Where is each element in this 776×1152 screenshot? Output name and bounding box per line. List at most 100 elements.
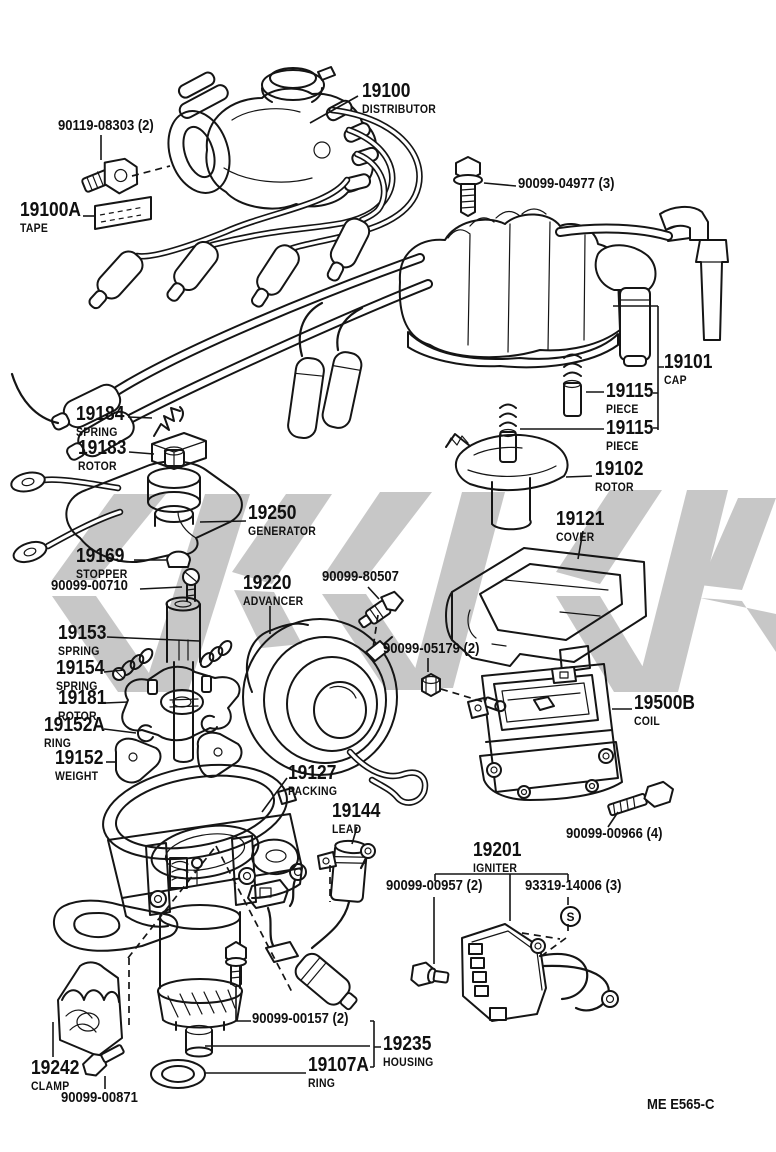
part-name: GENERATOR	[248, 524, 317, 538]
part-name: ROTOR	[595, 480, 634, 494]
spring-19184-drawing	[153, 406, 184, 437]
part-name: ADVANCER	[243, 594, 304, 608]
part-number: 19184	[76, 403, 125, 425]
part-number: 19152A	[44, 714, 105, 736]
part-number: 19201	[473, 839, 522, 861]
tape-drawing	[94, 196, 152, 230]
part-number: 19144	[332, 800, 381, 822]
part-number: 19102	[595, 458, 644, 480]
part-name: COVER	[556, 530, 595, 544]
part-name: RING	[44, 736, 72, 750]
part-name: PIECE	[606, 402, 639, 416]
part-name: STOPPER	[76, 567, 128, 581]
screw-00157-drawing	[225, 941, 247, 988]
screw-00871-drawing	[82, 1044, 125, 1077]
part-number: 19121	[556, 508, 605, 530]
part-name: RING	[308, 1076, 336, 1090]
shaft-governor-drawing	[112, 596, 243, 784]
part-number: 19235	[383, 1033, 432, 1055]
part-number: 90099-80507	[322, 568, 399, 585]
part-label-me-e565-c: ME E565-C	[647, 1097, 714, 1112]
advancer-19220-drawing	[242, 618, 429, 806]
part-name: TAPE	[20, 221, 49, 235]
part-name: SPRING	[76, 425, 118, 439]
part-number: 19169	[76, 545, 125, 567]
part-name: COIL	[634, 714, 660, 728]
part-label-90099-00957-2-: 90099-00957 (2)	[386, 878, 483, 893]
generator-19250-drawing	[10, 446, 243, 564]
screw-00710-drawing	[182, 568, 200, 602]
part-number: 93319-14006 (3)	[525, 877, 622, 894]
part-number: 19115	[606, 417, 654, 439]
dashed-lines	[127, 165, 569, 1030]
part-label-90099-00157-2-: 90099-00157 (2)	[252, 1011, 349, 1026]
part-number: 19181	[58, 687, 107, 709]
part-number: 90099-04977 (3)	[518, 175, 615, 192]
part-number: 19107A	[308, 1054, 369, 1076]
part-number: 19500B	[634, 692, 695, 714]
part-number: 19220	[243, 572, 292, 594]
bolt-90119-drawing	[81, 157, 139, 195]
part-number: 90099-00957 (2)	[386, 877, 483, 894]
cover-19121-drawing	[445, 547, 647, 673]
cap-assembly-drawing	[10, 206, 729, 461]
part-name: HOUSING	[383, 1055, 434, 1069]
part-name: CAP	[664, 373, 687, 387]
part-label-93319-14006-3-: 93319-14006 (3)	[525, 878, 622, 893]
part-name: CLAMP	[31, 1079, 70, 1093]
lead-19144-drawing	[247, 839, 376, 1011]
part-number: 19100	[362, 80, 411, 102]
bolt-04977-drawing	[453, 156, 483, 217]
part-number: 19250	[248, 502, 297, 524]
rotor-19102-drawing	[445, 433, 569, 531]
watermark-logo	[52, 490, 776, 692]
screw-00957-drawing	[410, 961, 450, 987]
part-number: 90099-00157 (2)	[252, 1010, 349, 1027]
clamp-19242-drawing	[57, 961, 123, 1057]
part-name: SPRING	[58, 644, 100, 658]
part-label-90099-05179-2-: 90099-05179 (2)	[383, 641, 480, 656]
part-label-90119-08303-2-: 90119-08303 (2)	[58, 118, 154, 133]
ring-19107a-drawing	[150, 1059, 206, 1089]
part-label-90099-04977-3-: 90099-04977 (3)	[518, 176, 615, 191]
part-name: ROTOR	[58, 709, 97, 723]
part-number: 19152	[55, 747, 104, 769]
distributor-assembly-drawing	[88, 66, 423, 310]
part-number: 19127	[288, 762, 337, 784]
bolt-00966-drawing	[607, 780, 674, 817]
part-number: 19100A	[20, 199, 81, 221]
part-name: LEAD	[332, 822, 362, 836]
part-name: ROTOR	[78, 459, 117, 473]
part-name: PIECE	[606, 439, 639, 453]
part-number: 90099-00710	[51, 577, 128, 594]
screw-80507-drawing	[358, 590, 404, 629]
part-number: 90099-05179 (2)	[383, 640, 480, 657]
part-number: 19183	[78, 437, 127, 459]
part-number: 19115	[606, 380, 654, 402]
part-name: DISTRIBUTOR	[362, 102, 437, 116]
part-number: 19242	[31, 1057, 80, 1079]
part-number: 90099-00966 (4)	[566, 825, 663, 842]
part-number: 90119-08303 (2)	[58, 117, 154, 134]
